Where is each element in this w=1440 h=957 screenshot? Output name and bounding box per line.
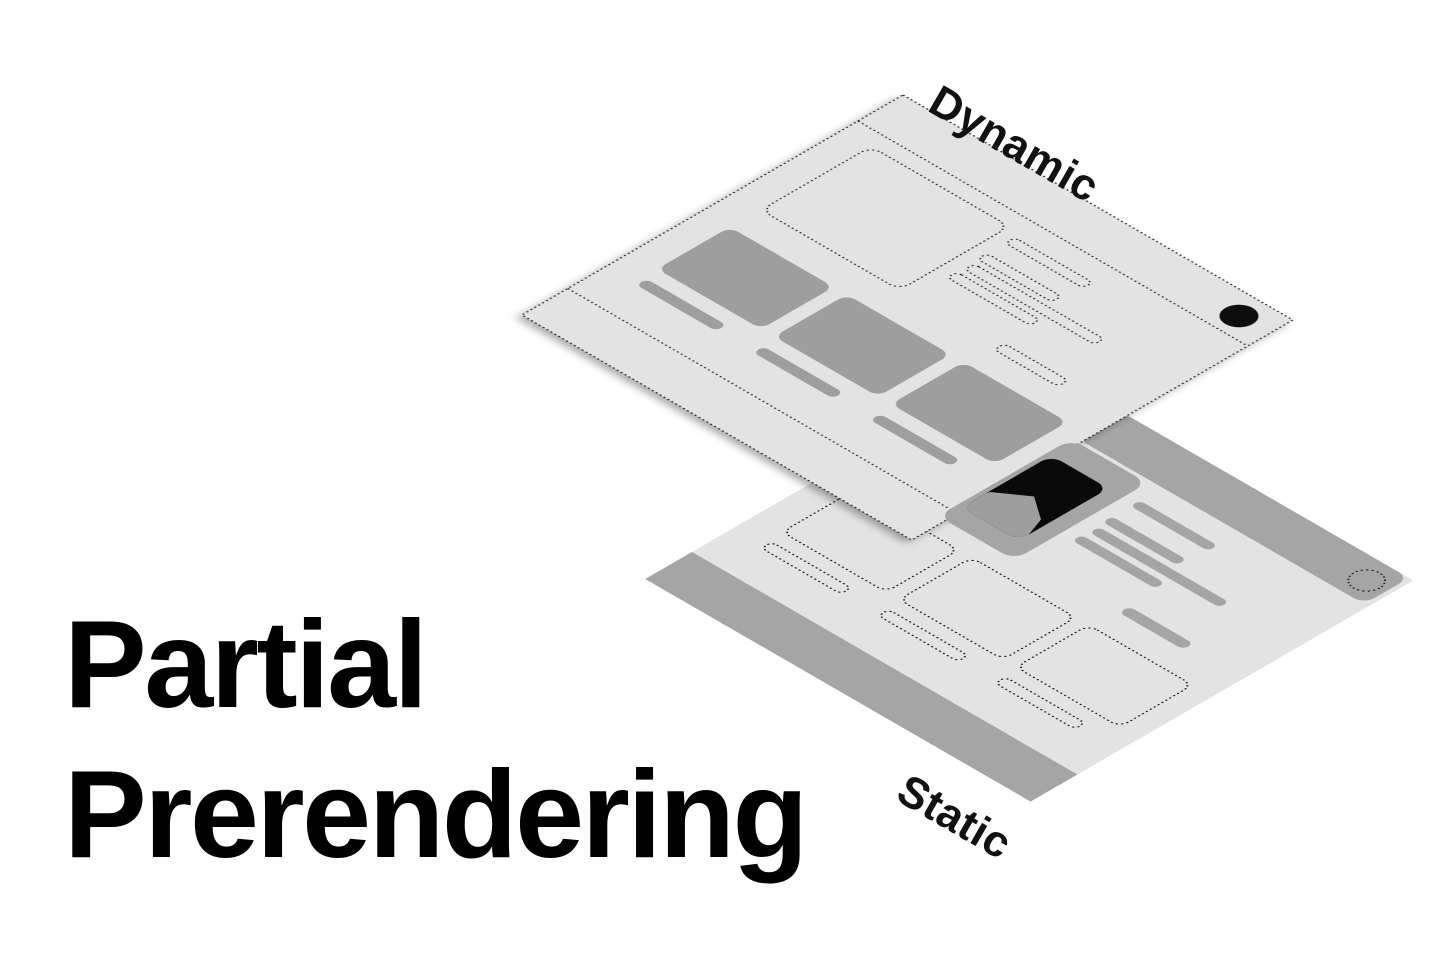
page-title-line2: Prerendering [64, 746, 808, 884]
avatar-placeholder-icon [1347, 569, 1386, 592]
dynamic-footer-divider [567, 288, 959, 514]
dynamic-text-line-placeholder [949, 273, 1038, 325]
dynamic-text-line-placeholder [1007, 238, 1091, 287]
dynamic-card [662, 229, 829, 327]
static-text-line [1092, 528, 1227, 606]
dynamic-text-line-placeholder [966, 265, 1103, 344]
static-text-line [1132, 502, 1215, 550]
dynamic-layer-plane [520, 94, 1294, 541]
dynamic-layer [520, 94, 1294, 541]
page-title: Partial Prerendering [64, 590, 808, 890]
static-text-line [1105, 518, 1184, 564]
static-navbar-band [1082, 415, 1403, 601]
dynamic-card-label [873, 415, 958, 465]
dynamic-card [779, 297, 946, 394]
dynamic-card-label [756, 348, 841, 397]
static-text-line [1074, 536, 1163, 587]
static-card-placeholder [1020, 627, 1189, 725]
static-button-pill [1121, 608, 1191, 648]
page-title-line1: Partial [64, 596, 428, 734]
dynamic-hero-placeholder [766, 149, 1005, 288]
dynamic-card [895, 364, 1063, 462]
static-hero-image [945, 443, 1141, 556]
hero-image-mountain-icon [961, 492, 1041, 541]
dynamic-text-line-placeholder [979, 254, 1060, 301]
static-footer-band [645, 552, 1078, 802]
dynamic-card-label [639, 280, 724, 330]
avatar-dot-icon [1219, 304, 1259, 328]
static-card-placeholder [903, 559, 1072, 658]
dynamic-navbar-divider [857, 120, 1249, 347]
